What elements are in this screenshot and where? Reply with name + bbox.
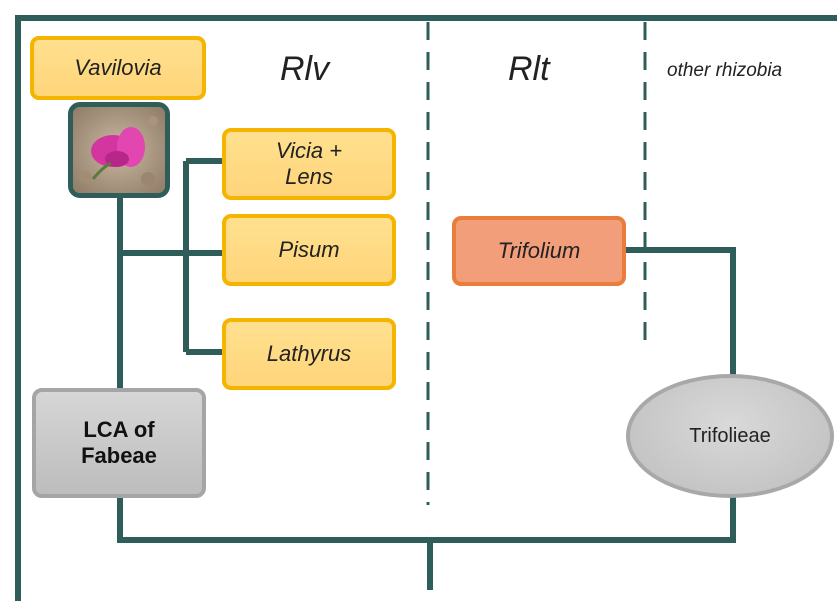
column-header-other-rhizobia: other rhizobia (667, 60, 783, 81)
node-pisum-label: Pisum (278, 236, 340, 262)
edge-trifolium-to-trifolieae (622, 247, 736, 378)
node-lca-label-line2: Fabeae (81, 443, 157, 468)
flower-image (73, 107, 165, 193)
node-vavilovia-label: Vavilovia (74, 54, 162, 80)
column-header-rlv: Rlv (280, 50, 330, 88)
node-lathyrus-label: Lathyrus (266, 340, 352, 366)
column-header-rlt: Rlt (508, 50, 550, 88)
node-lathyrus: Lathyrus (222, 318, 396, 390)
node-lca-label-line1: LCA of (83, 416, 155, 442)
node-vicia-lens: Vicia + Lens (222, 128, 396, 200)
node-lens-label: Lens (285, 164, 333, 189)
node-vicia-label: Vicia + (275, 137, 343, 163)
node-trifolieae-label: Trifolieae (689, 424, 771, 447)
node-trifolium: Trifolium (452, 216, 626, 286)
node-lca-fabeae: LCA of Fabeae (32, 388, 206, 498)
node-trifolium-label: Trifolium (497, 237, 581, 263)
node-trifolieae: Trifolieae (626, 374, 834, 498)
outer-frame (15, 15, 837, 601)
node-pisum: Pisum (222, 214, 396, 286)
vavilovia-flower-photo (68, 102, 170, 198)
edge-lca-to-root (117, 495, 736, 543)
node-vavilovia: Vavilovia (30, 36, 206, 100)
